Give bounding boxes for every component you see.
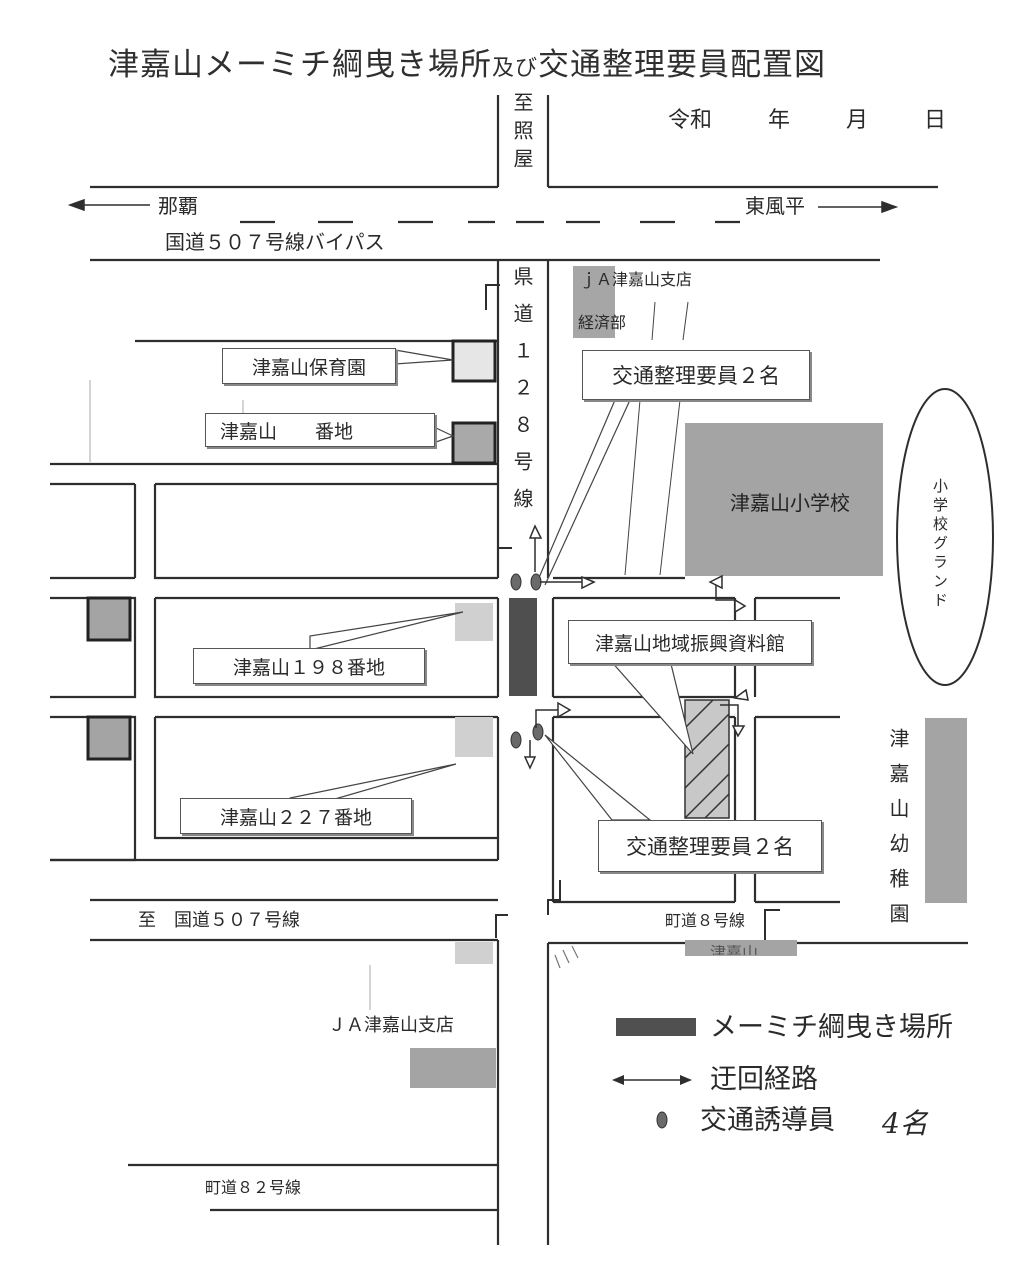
school-ground-ellipse [896, 388, 994, 686]
museum-building [684, 699, 730, 819]
place-kindergarten: 津嘉山幼稚園 [886, 728, 910, 938]
place-banchi198-box: 津嘉山１９８番地 [193, 648, 425, 684]
title-main: 津嘉山メーミチ綱曳き場所 [108, 47, 492, 83]
place-museum-box: 津嘉山地域振興資料館 [568, 620, 812, 664]
place-banchi227-box: 津嘉山２２７番地 [180, 798, 412, 834]
place-banchi-box: 津嘉山 番地 [205, 413, 435, 447]
place-ja-keizai-line1: ｊＡ津嘉山支店 [580, 270, 693, 289]
place-ground: 小学校グランド [931, 478, 949, 611]
legend-shapes [612, 1018, 696, 1129]
page-title: 津嘉山メーミチ綱曳き場所及び交通整理要員配置図 [108, 50, 826, 81]
road-label-to-route507: 至 国道５０７号線 [138, 910, 300, 931]
legend-tug-place: メーミチ綱曳き場所 [710, 1012, 953, 1043]
staff-lower: 交通整理要員２名 [626, 835, 794, 859]
direction-arrows [67, 198, 899, 214]
place-nursery-box: 津嘉山保育園 [222, 348, 396, 384]
staff-upper: 交通整理要員２名 [612, 364, 780, 388]
buildings [86, 266, 967, 1088]
road-label-bypass: 国道５０７号線バイパス [165, 230, 385, 254]
place-banchi: 津嘉山 番地 [220, 420, 354, 443]
road-label-town8: 町道８号線 [665, 911, 746, 930]
place-ja-keizai-line2: 経済部 [578, 313, 627, 332]
date-year: 年 [768, 108, 791, 133]
legend-guide: 交通誘導員 [700, 1105, 835, 1136]
road-label-to-teruya: 至照屋 [510, 92, 534, 176]
road-label-higashi-kochinda: 東風平 [745, 194, 805, 218]
date-day: 日 [924, 108, 947, 133]
date-line: 令和 年 月 日 [668, 110, 946, 132]
title-rest: 交通整理要員配置図 [538, 47, 827, 83]
crosswalk-marks [554, 945, 579, 969]
road-label-prefectural: 県道１２８号線 [510, 266, 534, 525]
staff-lower-box: 交通整理要員２名 [598, 820, 822, 872]
road-label-town82: 町道８２号線 [205, 1178, 302, 1197]
place-school: 津嘉山小学校 [730, 491, 850, 515]
date-era: 令和 [668, 108, 713, 133]
place-banchi198: 津嘉山１９８番地 [232, 656, 385, 679]
legend-detour: 迂回経路 [710, 1064, 818, 1095]
detour-arrows [523, 524, 749, 770]
place-museum: 津嘉山地域振興資料館 [594, 632, 785, 655]
callout-leaders [289, 301, 694, 821]
legend-handwritten-note: 4名 [882, 1107, 928, 1140]
date-month: 月 [846, 108, 869, 133]
place-ja-branch: ＪＡ津嘉山支店 [328, 1015, 454, 1036]
title-connector: 及び [492, 56, 539, 81]
place-cutoff-label: 津嘉山 [710, 945, 759, 955]
place-nursery: 津嘉山保育園 [251, 356, 366, 379]
place-banchi227: 津嘉山２２７番地 [219, 806, 372, 829]
staff-upper-box: 交通整理要員２名 [582, 350, 810, 400]
traffic-signals [485, 284, 780, 940]
road-label-naha: 那覇 [158, 194, 198, 218]
tug-of-war-location [509, 598, 537, 696]
